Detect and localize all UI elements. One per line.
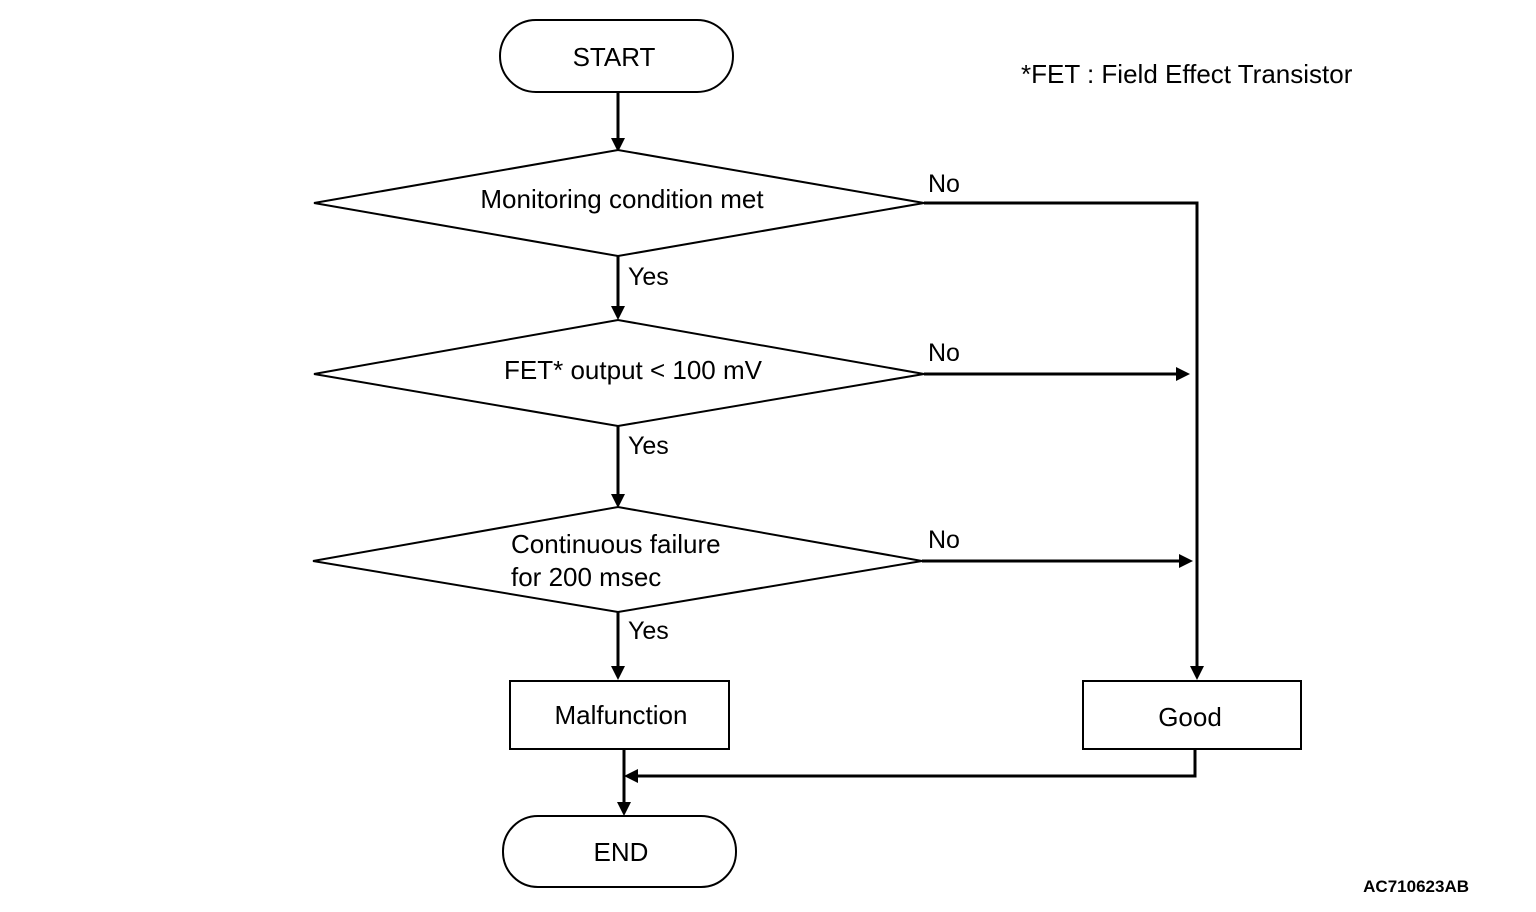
arrowhead-down-good [1190, 666, 1204, 680]
arrowhead-right-decision-3-no [1179, 554, 1193, 568]
decision-2: FET* output < 100 mV [313, 318, 925, 428]
malfunction-label: Malfunction [555, 700, 688, 730]
decision-3-label-line-2: for 200 msec [511, 562, 661, 592]
good-to-end-line [636, 750, 1197, 778]
start-terminator [499, 19, 734, 93]
decision-3-diamond [312, 505, 923, 614]
malfunction-box [509, 680, 730, 750]
arrowhead-right-decision-2-no [1176, 367, 1190, 381]
edge-labels: Yes Yes Yes No No No [628, 170, 960, 645]
arrowhead-down-decision-1 [611, 138, 625, 152]
decision-2-diamond [313, 318, 925, 428]
decision-1: Monitoring condition met [313, 148, 925, 258]
decision-2-label: FET* output < 100 mV [504, 355, 763, 385]
start-label: START [573, 42, 656, 72]
end-label: END [594, 837, 649, 867]
yes-label-3: Yes [628, 617, 669, 645]
arrowhead-down-malfunction [611, 666, 625, 680]
no-label-1: No [928, 170, 960, 198]
end-terminator [502, 815, 737, 888]
decision-1-diamond [313, 148, 925, 258]
good-node: Good [1082, 680, 1302, 750]
start-node: START [499, 19, 734, 93]
arrowhead-down-end [617, 802, 631, 816]
decision-1-label: Monitoring condition met [480, 184, 764, 214]
no-label-3: No [928, 526, 960, 554]
fet-footnote: *FET : Field Effect Transistor [1021, 59, 1353, 89]
decision-1-no-line [924, 201, 1199, 668]
good-box [1082, 680, 1302, 750]
no-label-2: No [928, 339, 960, 367]
decision-3-label-line-1: Continuous failure [511, 529, 721, 559]
arrowhead-down-decision-2 [611, 306, 625, 320]
arrowhead-left-good-to-end [624, 769, 638, 783]
malfunction-node: Malfunction [509, 680, 730, 750]
decision-3: Continuous failure for 200 msec [312, 505, 923, 614]
end-node: END [502, 815, 737, 888]
yes-label-2: Yes [628, 432, 669, 460]
connectors [616, 92, 1199, 804]
arrowheads [611, 138, 1204, 816]
arrowhead-down-decision-3 [611, 494, 625, 508]
good-label: Good [1158, 702, 1222, 732]
figure-code: AC710623AB [1363, 877, 1469, 896]
yes-label-1: Yes [628, 263, 669, 291]
